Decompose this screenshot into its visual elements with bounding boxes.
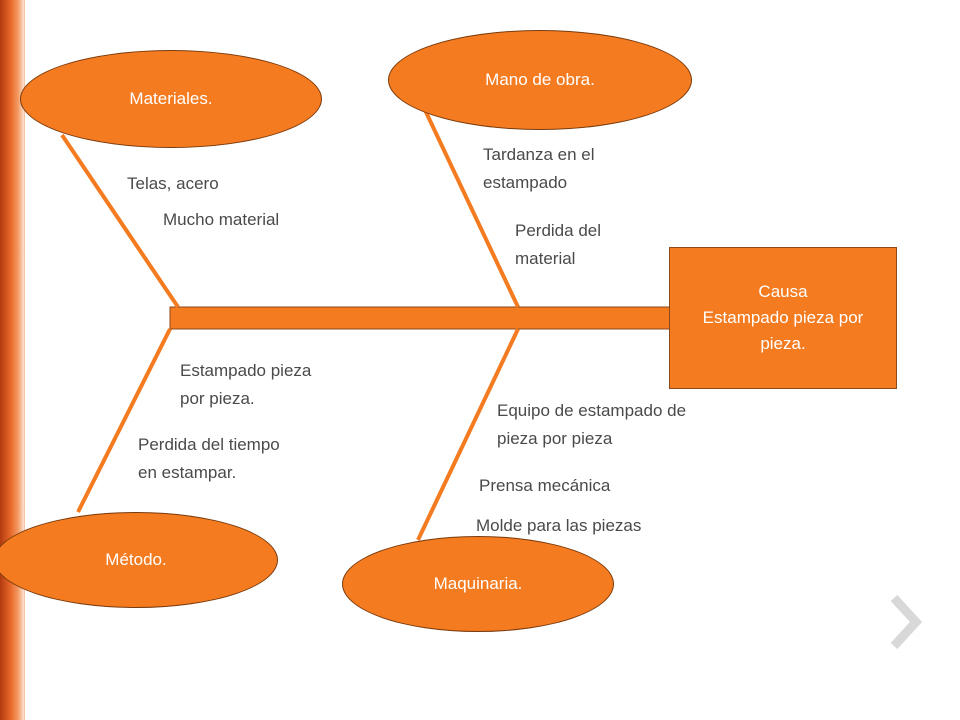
cause-materiales-1: Telas, acero <box>127 174 219 193</box>
effect-line-3: pieza. <box>760 334 806 353</box>
left-edge-line <box>24 0 25 720</box>
cause-maquinaria-1: Equipo de estampado de pieza por pieza <box>497 401 687 448</box>
category-maquinaria: Maquinaria. <box>342 536 614 632</box>
bone-mano-de-obra <box>423 109 520 308</box>
category-metodo-label: Método. <box>105 550 167 569</box>
cause-mano-de-obra-1: Tardanza en el estampado <box>483 145 595 192</box>
fishbone-spine <box>169 306 671 330</box>
cause-maquinaria-3: Molde para las piezas <box>476 516 642 535</box>
effect-box: Causa Estampado pieza por pieza. <box>669 247 897 389</box>
chevron-right-icon[interactable] <box>884 592 924 652</box>
category-materiales-label: Materiales. <box>129 89 213 108</box>
cause-mano-de-obra-2: Perdida del material <box>515 221 602 268</box>
category-metodo: Método. <box>0 512 278 608</box>
bone-materiales <box>60 133 180 309</box>
effect-line-2: Estampado pieza por <box>702 308 864 327</box>
category-mano-de-obra: Mano de obra. <box>388 30 692 130</box>
effect-line-1: Causa <box>758 282 808 301</box>
cause-materiales-2: Mucho material <box>163 210 280 229</box>
category-mano-de-obra-label: Mano de obra. <box>485 70 595 89</box>
left-decorative-strip <box>0 0 24 720</box>
bone-metodo <box>76 328 172 513</box>
category-materiales: Materiales. <box>20 50 322 148</box>
cause-metodo-1: Estampado pieza por pieza. <box>180 361 312 408</box>
category-maquinaria-label: Maquinaria. <box>433 574 523 593</box>
cause-maquinaria-2: Prensa mecánica <box>479 476 611 495</box>
cause-metodo-2: Perdida del tiempo en estampar. <box>138 435 280 482</box>
bone-maquinaria <box>416 328 520 541</box>
